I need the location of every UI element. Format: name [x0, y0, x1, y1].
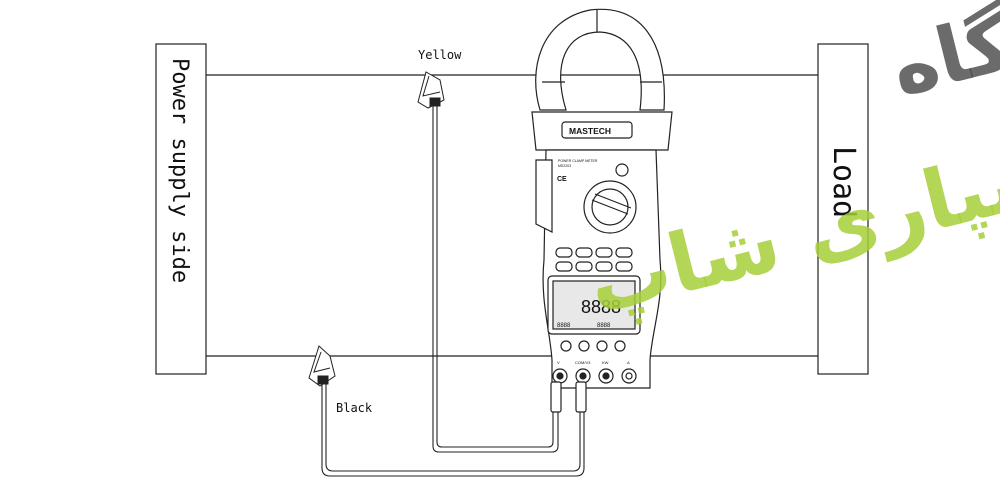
black-alligator-clip: [308, 345, 336, 387]
meter-brand: MASTECH: [569, 126, 611, 136]
load-box: [817, 43, 869, 375]
power-supply-label: Power supply side: [167, 58, 192, 283]
ce-mark: CE: [557, 176, 567, 183]
input-jacks[interactable]: [552, 368, 637, 384]
black-probe-plug: [575, 381, 587, 413]
lcd-small-right: 8888: [597, 323, 611, 329]
meter-model-line2: MS2203: [558, 164, 571, 168]
clamp-meter: [531, 8, 673, 413]
nav-buttons[interactable]: [560, 340, 626, 352]
yellow-label: Yellow: [418, 48, 462, 62]
lcd-main-digits: 8888: [581, 297, 621, 317]
yellow-alligator-clip: [417, 71, 445, 109]
yellow-probe-plug: [550, 381, 562, 413]
function-buttons[interactable]: [555, 247, 633, 272]
meter-model-line1: POWER CLAMP METER: [558, 159, 598, 163]
lcd-small-left: 8888: [557, 323, 571, 329]
black-test-lead: [321, 382, 585, 477]
jack-kw-label: KW: [602, 360, 609, 365]
black-label: Black: [336, 401, 373, 415]
watermark-line1: فروشگاه: [882, 0, 1000, 114]
power-supply-box: [155, 43, 207, 375]
jack-com-label: COM/V3: [575, 360, 591, 365]
jack-a-label: A: [627, 360, 630, 365]
yellow-test-lead: [432, 100, 559, 453]
jack-v-label: V: [557, 360, 560, 365]
load-label: Load: [826, 146, 861, 218]
clamp-jaw: [535, 8, 665, 111]
